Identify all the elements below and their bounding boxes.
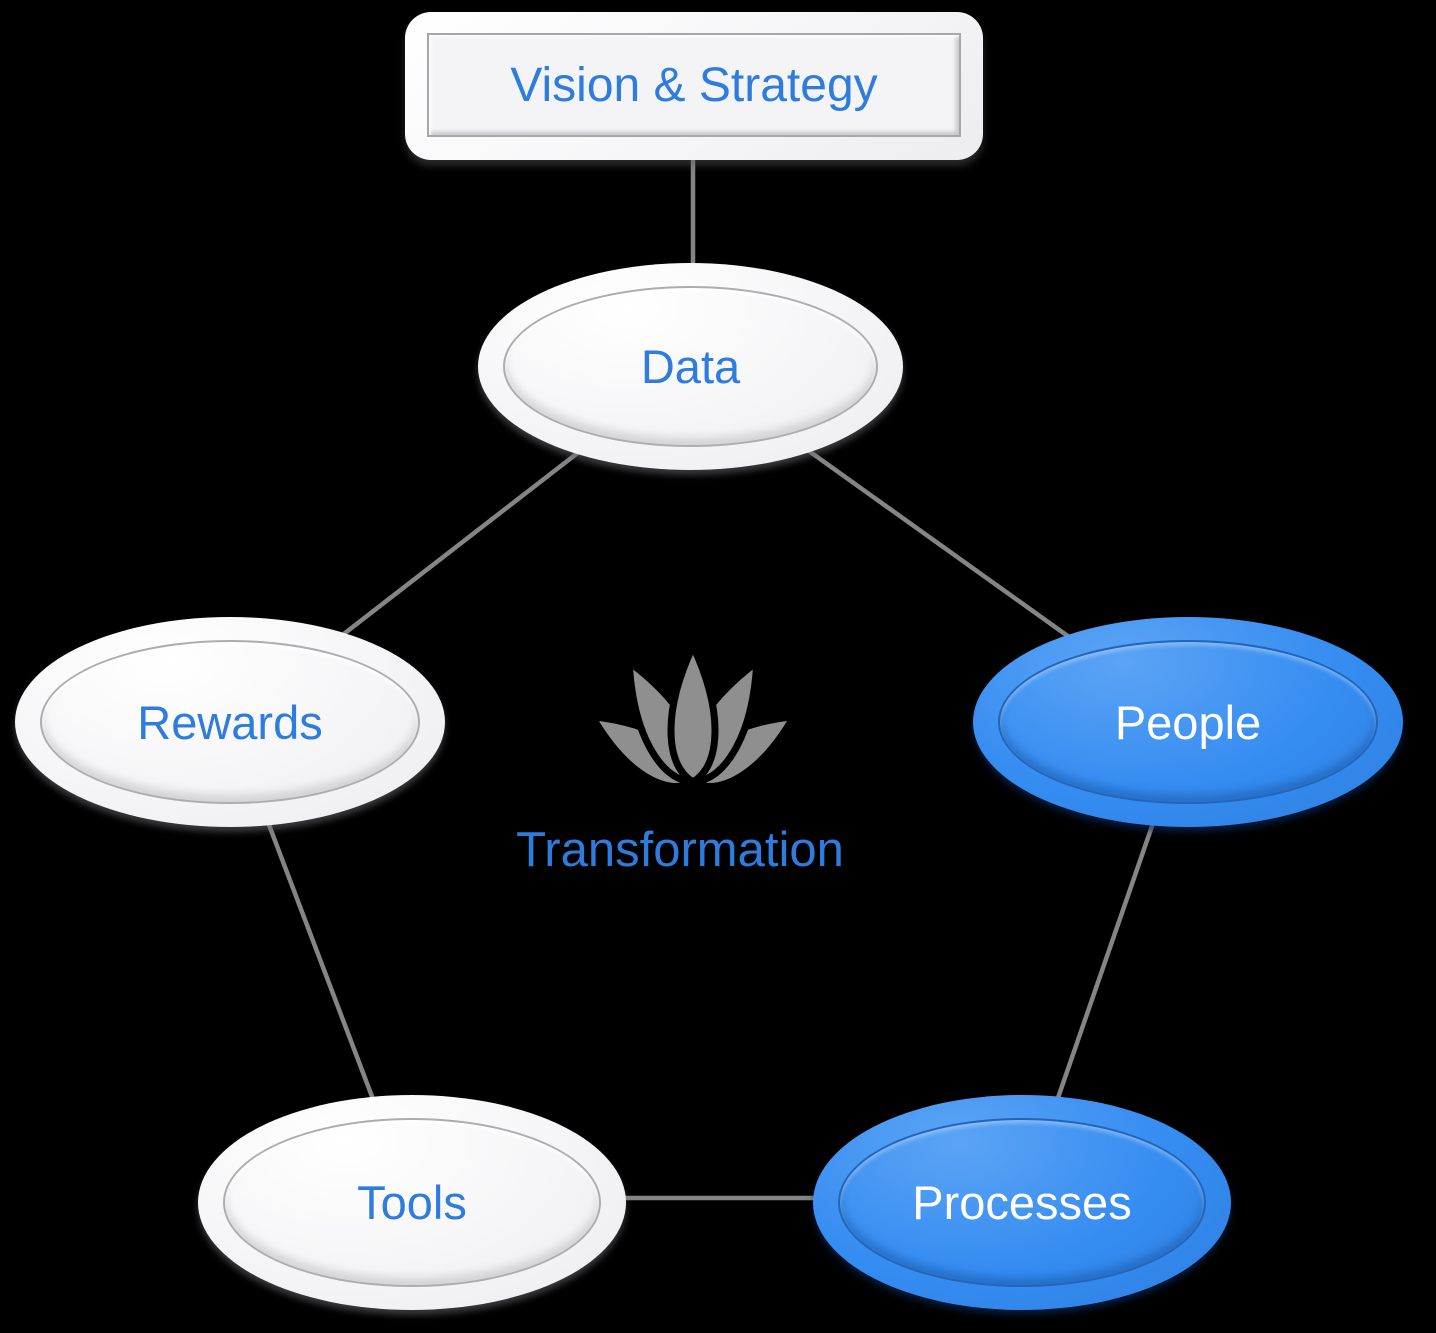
node-tools: Tools (198, 1095, 626, 1310)
processes-label: Processes (912, 1176, 1132, 1229)
vision-strategy-label: Vision & Strategy (510, 58, 878, 112)
lotus-icon (583, 644, 803, 784)
node-rewards: Rewards (15, 617, 445, 827)
vision-strategy-panel: Vision & Strategy (427, 33, 961, 137)
node-processes: Processes (813, 1095, 1231, 1310)
people-label: People (1114, 695, 1262, 749)
node-vision-strategy: Vision & Strategy (405, 12, 983, 160)
rewards-label: Rewards (137, 695, 323, 749)
node-people: People (973, 617, 1403, 827)
tools-label: Tools (357, 1176, 467, 1229)
node-data: Data (478, 263, 903, 470)
transformation-label: Transformation (516, 823, 844, 877)
data-label: Data (640, 340, 741, 393)
